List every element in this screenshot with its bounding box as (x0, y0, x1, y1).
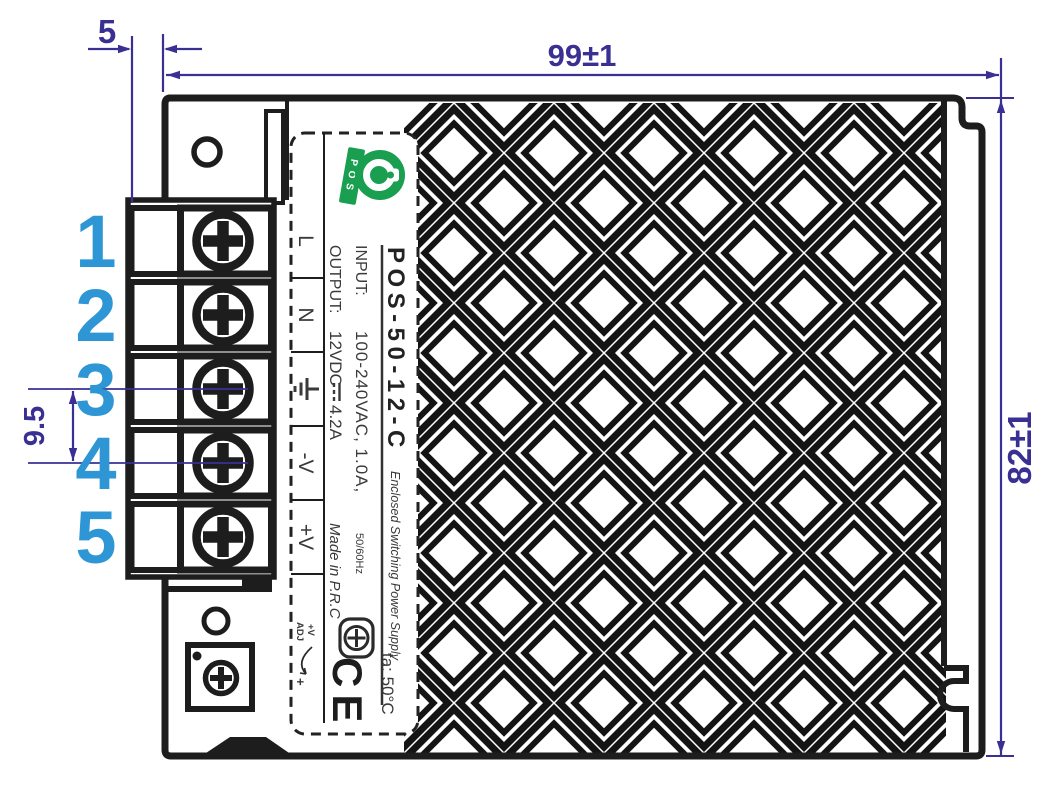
vent-mesh-pattern (404, 103, 946, 754)
terminal-label-minusV: -V (294, 453, 317, 474)
pin-number-5: 5 (75, 496, 116, 579)
terminal-row-5 (128, 500, 275, 574)
dim-text-9-5: 9.5 (19, 406, 51, 446)
dimension-pin-pitch (28, 388, 248, 464)
dimension-block-offset (88, 44, 202, 54)
brand-logo: POS (339, 147, 405, 205)
ce-mark-text: CE (324, 657, 371, 729)
logo-circle (355, 150, 405, 200)
input-value: 100-240VAC, 1.0A, (352, 331, 371, 493)
product-label: POS-50-12-C Enclosed Switching Power Sup… (289, 131, 420, 736)
dimension-width (166, 70, 999, 80)
output-label: OUTPUT: (326, 245, 343, 313)
left-panel-rib (264, 109, 285, 205)
dim-text-99: 99±1 (548, 38, 617, 73)
terminal-label-L: L (294, 235, 317, 247)
output-voltage: 12VDC (326, 331, 345, 386)
label-subtitle: Enclosed Switching Power Supply (388, 471, 402, 661)
bottom-foot-tab (203, 737, 292, 755)
input-label: INPUT: (352, 245, 369, 296)
logo-ribbon: POS (339, 147, 365, 205)
potentiometer (185, 642, 255, 712)
pin-number-1: 1 (75, 200, 116, 283)
ambient-temp-text: ta: 50°C (378, 653, 397, 715)
top-mounting-hole (191, 136, 223, 168)
input-frequency: 50/60Hz (353, 533, 365, 574)
pin-number-2: 2 (75, 274, 116, 357)
adjust-pot-icon (338, 617, 375, 659)
dc-symbol-icon (332, 383, 341, 401)
adj-direction-arrow (300, 646, 313, 675)
dim-text-5: 5 (98, 13, 116, 50)
panel-tab (242, 577, 272, 590)
terminal-row-1 (128, 204, 275, 278)
case-outline (161, 94, 986, 760)
case-body-outline (161, 94, 986, 760)
mounting-slot (937, 665, 969, 752)
pin-number-4: 4 (75, 422, 116, 505)
adj-plus-sign: + (293, 678, 308, 686)
earth-ground-icon (293, 378, 319, 400)
made-in-text: Made in P.R.C (326, 523, 343, 619)
output-current: 4.2A (326, 405, 345, 441)
dimension-annotations (28, 34, 1014, 757)
bottom-mounting-hole (201, 606, 231, 636)
adj-note-line2: ADJ (294, 622, 305, 641)
terminal-label-N: N (294, 307, 317, 322)
adj-note-line1: +V (305, 624, 316, 637)
terminal-label-plusV: +V (294, 524, 317, 550)
dim-text-82: 82±1 (1001, 411, 1038, 484)
terminal-row-2 (128, 278, 275, 352)
model-number: POS-50-12-C (382, 247, 409, 453)
pin-number-3: 3 (75, 348, 116, 431)
terminal-block (125, 197, 277, 580)
